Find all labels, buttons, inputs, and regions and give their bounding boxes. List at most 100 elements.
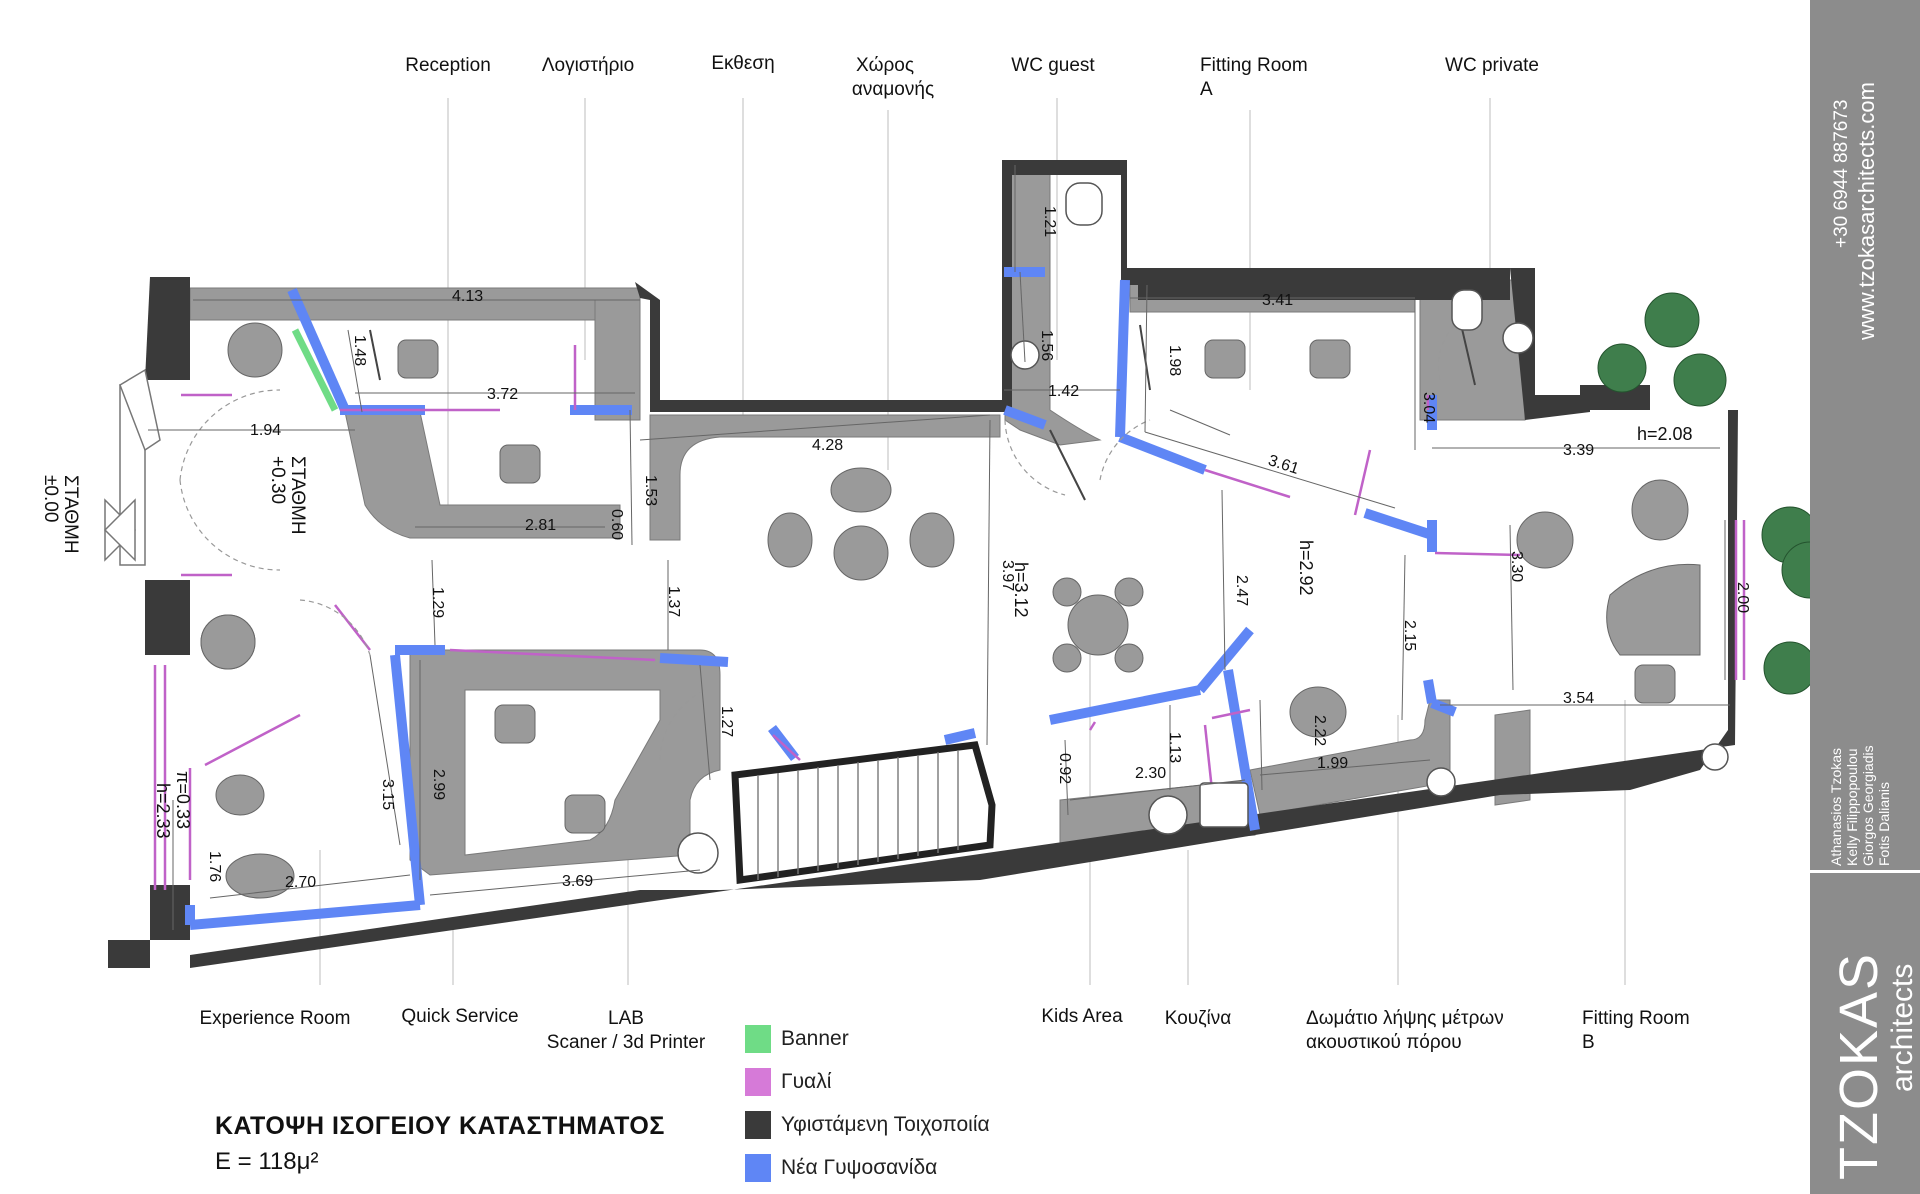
label-kids-area: Kids Area (1041, 1006, 1123, 1027)
dim-2-70: 2.70 (285, 874, 316, 891)
legend-label: Γυαλί (781, 1070, 832, 1093)
sidebar-team-3: Giorgos Georgiadis (1860, 745, 1876, 866)
label-lab-line2: Scaner / 3d Printer (546, 1032, 706, 1053)
legend-swatch (745, 1154, 771, 1182)
existing-walls (108, 160, 1738, 968)
dim-1-94: 1.94 (250, 422, 281, 439)
new-gypsum-walls (185, 267, 1457, 930)
label-fitting-b-line1: Fitting Room (1582, 1008, 1690, 1029)
level-inner-value: +0.30 (267, 456, 288, 504)
plan-area: Ε = 118μ² (215, 1148, 319, 1175)
glass-walls (153, 345, 1746, 890)
dim-2-00: 2.00 (1734, 582, 1751, 613)
dim-3-04: 3.04 (1420, 392, 1437, 423)
dim-3-54: 3.54 (1563, 690, 1594, 707)
dim-2-99: 2.99 (430, 769, 447, 800)
label-experience-room: Experience Room (199, 1008, 351, 1029)
label-kouzina: Κουζίνα (1164, 1008, 1232, 1029)
legend-item-glass: Γυαλί (745, 1067, 831, 1097)
dim-1-42: 1.42 (1048, 383, 1079, 400)
dim-1-99: 1.99 (1317, 755, 1348, 772)
dim-h-2-33: h=2.33 (153, 783, 173, 839)
legend-item-gypsum: Νέα Γυψοσανίδα (745, 1153, 937, 1183)
sidebar-team-4: Fotis Dalianis (1876, 781, 1892, 866)
dim-2-81: 2.81 (525, 517, 556, 534)
dim-1-21: 1.21 (1041, 206, 1058, 237)
dimension-texts: 4.13 1.48 3.72 1.94 1.53 2.81 0.60 4.28 … (153, 206, 1751, 891)
label-fitting-b-line2: B (1582, 1032, 1595, 1053)
dim-3-15: 3.15 (379, 779, 396, 810)
entrance-door (103, 368, 161, 566)
label-xoros-line2: αναμονής (851, 79, 935, 100)
built-in-furniture (189, 164, 1531, 876)
dim-h-2-08: h=2.08 (1637, 424, 1693, 444)
trees (1597, 292, 1810, 695)
level-street-value: ±0.00 (40, 475, 61, 522)
dim-0-60: 0.60 (608, 509, 625, 540)
dim-3-72: 3.72 (487, 386, 518, 403)
banner-strip (291, 328, 339, 412)
dim-1-53: 1.53 (642, 475, 659, 506)
dim-1-56: 1.56 (1038, 330, 1055, 361)
dimension-lines (148, 165, 1730, 930)
leader-lines (319, 98, 1626, 985)
dim-4-28: 4.28 (812, 437, 843, 454)
level-inner-label: ΣΤΑΘΜΗ (287, 456, 308, 535)
dim-1-13: 1.13 (1166, 732, 1183, 763)
dim-1-27: 1.27 (718, 706, 735, 737)
dim-0-92: 0.92 (1056, 753, 1073, 784)
level-markers: ΣΤΑΘΜΗ +0.30 ΣΤΑΘΜΗ ±0.00 (40, 456, 308, 554)
legend-label: Νέα Γυψοσανίδα (781, 1156, 938, 1179)
label-metra-line1: Δωμάτιο λήψης μέτρων (1306, 1008, 1504, 1029)
label-wc-guest: WC guest (1011, 55, 1095, 76)
legend-swatch (745, 1068, 771, 1096)
furniture-pieces (200, 322, 1701, 899)
label-quick-service: Quick Service (401, 1006, 519, 1027)
legend-item-banner: Banner (745, 1024, 849, 1054)
legend-item-existing-walls: Υφιστάμενη Τοιχοποιία (745, 1110, 990, 1140)
sidebar-website: www.tzokasarchitects.com (1854, 82, 1879, 340)
sidebar-brand-sub: architects (1886, 963, 1919, 1092)
label-fitting-a-line1: Fitting Room (1200, 55, 1308, 76)
dim-2-47: 2.47 (1233, 575, 1250, 606)
label-ekthesi: Εκθεση (711, 53, 775, 74)
dim-3-97: 3.97 (999, 560, 1016, 591)
floor-plan: 4.13 1.48 3.72 1.94 1.53 2.81 0.60 4.28 … (40, 98, 1810, 985)
sidebar-brand: TZOKAS (1829, 951, 1889, 1180)
legend-label: Υφιστάμενη Τοιχοποιία (781, 1113, 990, 1136)
dim-1-98: 1.98 (1166, 345, 1183, 376)
dim-2-15: 2.15 (1401, 620, 1418, 651)
dim-3-69: 3.69 (562, 873, 593, 890)
door-leaves (369, 319, 1476, 501)
legend-swatch (745, 1111, 771, 1139)
label-logistirio: Λογιστήριο (541, 55, 635, 76)
sanitary-fixtures (677, 182, 1729, 874)
dim-4-13: 4.13 (452, 288, 483, 305)
dim-pi-0-33: π=0.33 (173, 771, 193, 829)
label-fitting-a-line2: A (1200, 79, 1213, 100)
dim-1-48: 1.48 (351, 335, 368, 366)
label-xoros-line1: Χώρος (855, 55, 915, 76)
legend-swatch (745, 1025, 771, 1053)
dim-1-29: 1.29 (429, 587, 446, 618)
label-reception: Reception (405, 55, 491, 76)
dim-2-22: 2.22 (1311, 715, 1328, 746)
level-street-label: ΣΤΑΘΜΗ (60, 475, 81, 554)
dim-h-3-12: h=3.12 (1011, 562, 1031, 618)
plan-title: ΚΑΤΟΨΗ ΙΣΟΓΕΙΟΥ ΚΑΤΑΣΤΗΜΑΤΟΣ (215, 1112, 665, 1140)
sidebar-divider (1810, 870, 1920, 873)
dim-2-30: 2.30 (1135, 765, 1166, 782)
label-wc-private: WC private (1445, 55, 1539, 76)
dim-3-41: 3.41 (1262, 292, 1293, 309)
dim-3-30: 3.30 (1508, 551, 1525, 582)
dim-1-37: 1.37 (665, 586, 682, 617)
sidebar-team-1: Athanasios Tzokas (1828, 747, 1844, 866)
sidebar-brand-panel: +30 6944 887673 www.tzokasarchitects.com… (1810, 0, 1920, 1194)
legend-label: Banner (781, 1027, 849, 1050)
sidebar-team-2: Kelly Filippopoulou (1844, 748, 1860, 866)
label-lab-line1: LAB (608, 1008, 644, 1029)
door-swings (179, 319, 1461, 761)
dim-3-39: 3.39 (1563, 442, 1594, 459)
dim-h-2-92: h=2.92 (1296, 540, 1316, 596)
sidebar-phone: +30 6944 887673 (1831, 99, 1852, 248)
